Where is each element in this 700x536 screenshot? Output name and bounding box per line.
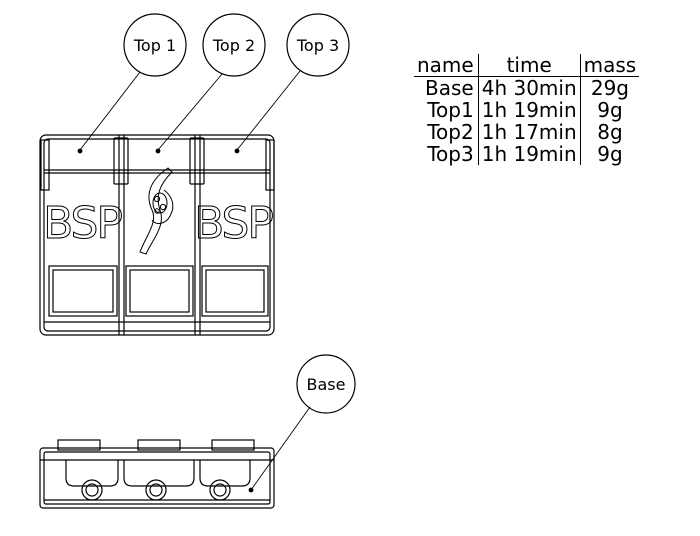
cell-time: 4h 30min xyxy=(478,76,581,99)
cell-mass: 9g xyxy=(597,142,623,166)
front-window-middle xyxy=(125,265,194,317)
cell-name: Base xyxy=(414,76,479,99)
leader-lines xyxy=(79,70,311,491)
table-row: Top3 1h 19min 9g xyxy=(414,143,639,165)
callout-top3: Top 3 xyxy=(286,13,350,77)
header-name: name xyxy=(414,54,479,77)
cell-name: Top1 xyxy=(414,99,479,121)
callout-base: Base xyxy=(296,354,356,414)
table-row: Base 4h 30min 29g xyxy=(414,76,639,100)
logo-bsp-left: BSP xyxy=(43,198,122,249)
cell-name: Top3 xyxy=(414,143,479,165)
callout-top1-label: Top 1 xyxy=(133,36,176,55)
logo-bsp-right: BSP xyxy=(194,198,273,249)
front-window-right xyxy=(201,265,269,317)
table-row: Top1 1h 19min 9g xyxy=(414,99,639,121)
middle-emblem xyxy=(139,167,174,255)
spec-table-header-row: name time mass xyxy=(414,54,640,77)
callout-base-label: Base xyxy=(307,375,346,394)
cell-mass: 8g xyxy=(597,120,623,144)
cell-time: 1h 19min xyxy=(478,99,581,121)
callout-top1: Top 1 xyxy=(123,13,187,77)
spec-table: name time mass Base 4h 30min 29g Top1 1h… xyxy=(414,54,640,165)
table-row: Top2 1h 17min 8g xyxy=(414,121,639,143)
leader-dots xyxy=(77,148,254,493)
cell-time: 1h 17min xyxy=(478,121,581,143)
callout-top3-label: Top 3 xyxy=(296,36,339,55)
callout-top2: Top 2 xyxy=(202,13,266,77)
base-view xyxy=(39,439,275,509)
cell-mass: 29g xyxy=(590,76,629,100)
header-time: time xyxy=(478,54,581,77)
callout-top2-label: Top 2 xyxy=(212,36,255,55)
cell-time: 1h 19min xyxy=(478,143,581,165)
front-view: BSP BSP xyxy=(39,134,276,336)
front-window-left xyxy=(48,265,118,317)
cell-mass: 9g xyxy=(597,98,623,122)
cell-name: Top2 xyxy=(414,121,479,143)
header-mass: mass xyxy=(580,54,640,77)
